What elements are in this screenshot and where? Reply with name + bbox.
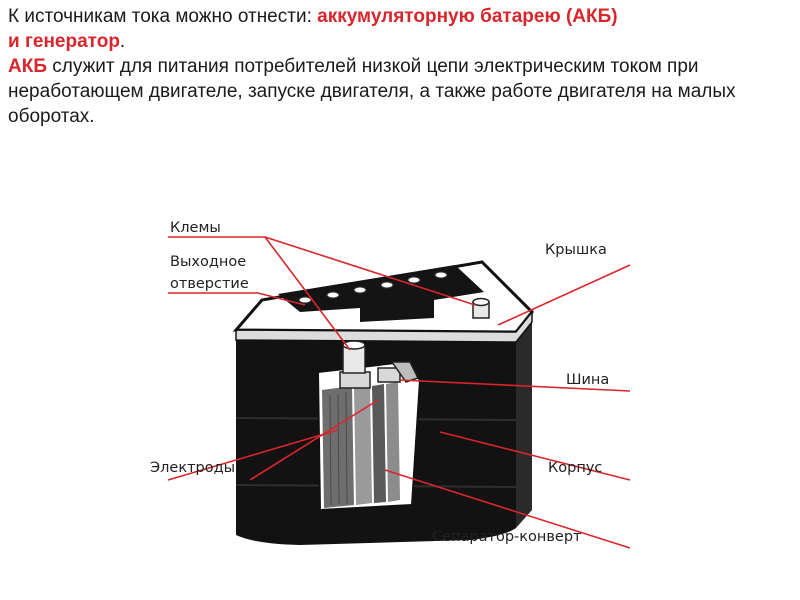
intro-prefix: К источникам тока можно отнести: xyxy=(8,6,318,27)
callout-lid xyxy=(497,264,631,326)
vent-strip xyxy=(278,265,484,322)
label-case: Корпус xyxy=(548,460,602,476)
battery-case-side xyxy=(516,318,532,528)
intro-text: К источникам тока можно отнести: аккумул… xyxy=(8,4,788,129)
intro-period: . xyxy=(119,31,126,52)
callout-bus xyxy=(399,379,631,392)
callout-separator xyxy=(384,469,631,549)
label-electrodes: Электроды xyxy=(150,460,235,476)
terminal-right xyxy=(472,297,490,319)
callout-lines xyxy=(167,236,631,549)
callout-electrodes xyxy=(167,429,339,481)
bus-bar xyxy=(339,361,420,389)
electrode-plates xyxy=(322,382,400,508)
label-vent-line1: Выходное xyxy=(170,254,246,270)
intro-paragraph: служит для питания потребителей низкой ц… xyxy=(8,56,736,127)
intro-highlight-akb: АКБ xyxy=(8,56,47,77)
callout-vent xyxy=(168,292,306,306)
callout-terminals-2 xyxy=(264,236,476,306)
intro-highlight-generator: и генератор xyxy=(8,31,120,52)
label-lid: Крышка xyxy=(545,242,607,258)
callout-case xyxy=(439,431,631,481)
callout-electrodes-2 xyxy=(249,399,379,481)
label-bus: Шина xyxy=(566,372,609,388)
vent-plugs xyxy=(298,271,448,304)
intro-highlight-battery: аккумуляторную батарею (АКБ) xyxy=(317,6,618,27)
label-terminals: Клемы xyxy=(170,220,221,236)
label-vent-line2: отверстие xyxy=(170,276,249,292)
label-separator: Сепаратор-конверт xyxy=(432,529,582,545)
battery-lid-edge xyxy=(235,309,533,343)
